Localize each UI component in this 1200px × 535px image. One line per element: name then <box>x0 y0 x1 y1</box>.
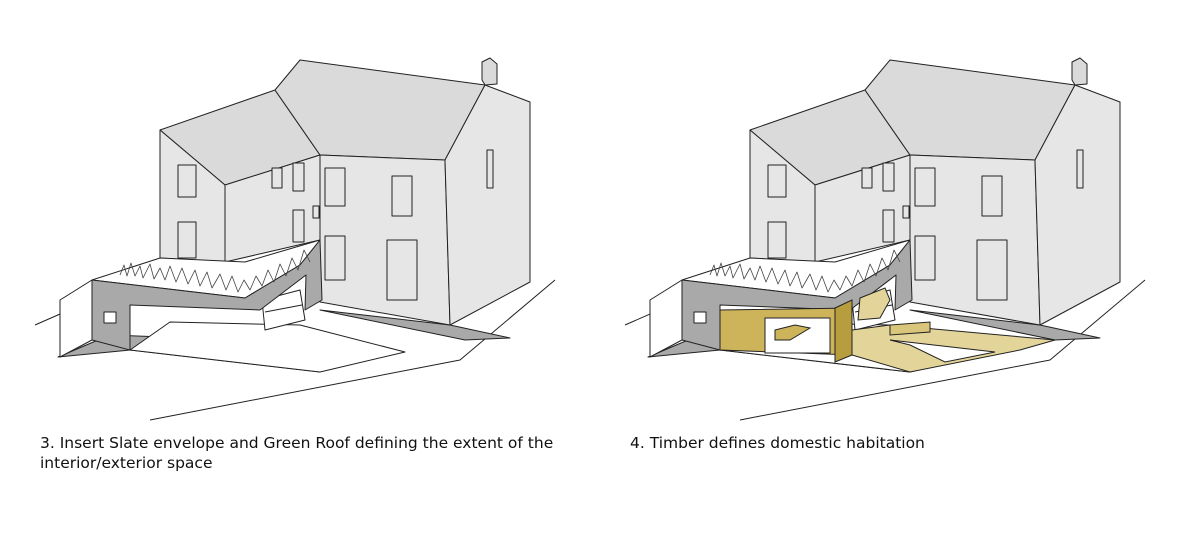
timber-elements <box>719 287 1056 373</box>
house-axonometric-4 <box>624 57 1146 421</box>
house-axonometric-3 <box>34 57 556 421</box>
panel-4-drawing <box>624 57 1146 421</box>
timber-steps <box>857 287 891 321</box>
caption-step-3: 3. Insert Slate envelope and Green Roof … <box>40 434 554 472</box>
panel-3-drawing <box>34 57 556 421</box>
caption-step-4: 4. Timber defines domestic habitation <box>630 434 925 452</box>
